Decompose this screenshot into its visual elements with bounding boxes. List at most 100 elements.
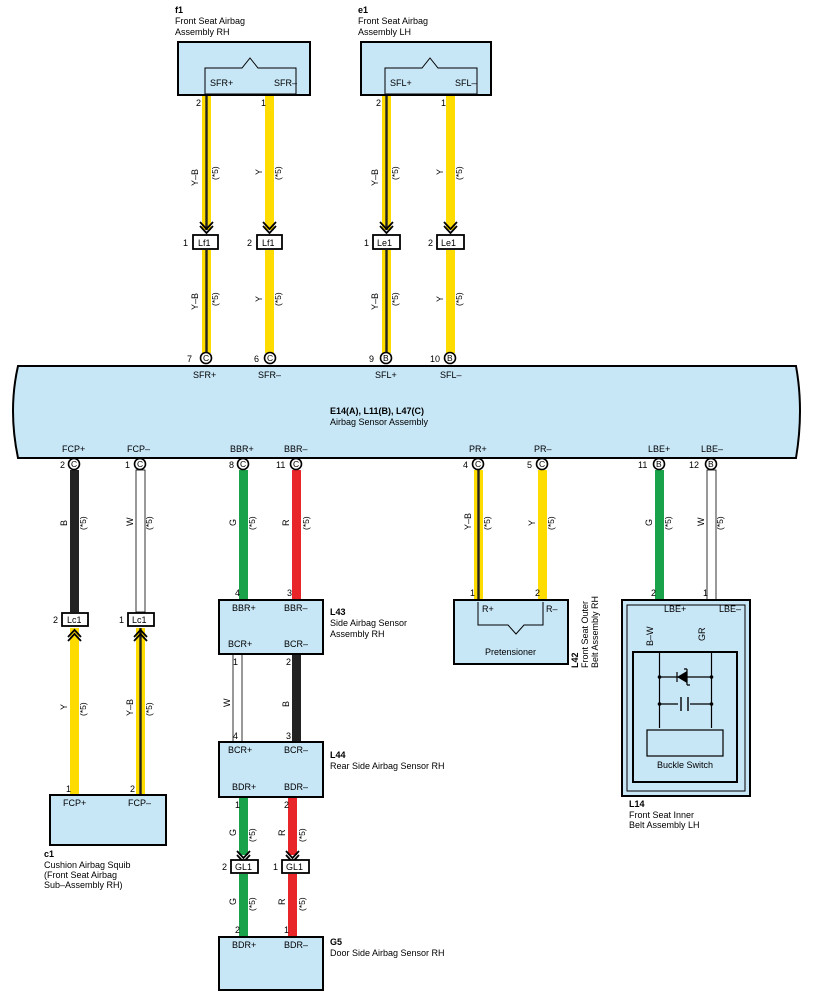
pin-name: BBR+ [230, 444, 254, 454]
wire-code: Y [254, 169, 264, 175]
f1-box: SFR+ SFR– 2 1 [177, 41, 311, 108]
wire-code: B–W [645, 626, 655, 646]
wire-note: (*5) [210, 166, 220, 180]
pin-num: 1 [125, 460, 130, 470]
wire-note: (*5) [247, 828, 257, 842]
wire-gl1-2 [288, 874, 297, 937]
e1-terminal-1: SFL+ [390, 78, 412, 88]
pin-number: 3 [287, 588, 292, 598]
g5-terminal-1: BDR+ [232, 940, 256, 950]
pin-name: SFR– [258, 370, 281, 380]
l43-id: L43 [330, 607, 346, 617]
l14-box: LBE+ LBE– 2 1 Buckle Switch L14 Front Se… [621, 588, 751, 830]
pin-conn: B [447, 353, 453, 363]
pin-num: 11 [638, 460, 647, 470]
pin-conn: C [475, 459, 481, 469]
wire-code: G [228, 829, 238, 836]
pin-name: BBR– [284, 444, 308, 454]
le1-pin: 1 [364, 238, 369, 248]
pin-name: SFL– [440, 370, 462, 380]
l44-terminal-1: BCR+ [228, 745, 252, 755]
pin-number: 1 [284, 925, 289, 935]
l42-terminal-2: R– [546, 604, 558, 614]
le1-conn: Le1 [377, 238, 392, 248]
wire-code: Y [527, 520, 537, 526]
pin-conn: C [137, 459, 143, 469]
c1-line1: Cushion Airbag Squib [44, 860, 131, 870]
wire-code: G [228, 898, 238, 905]
l14-terminal-2: LBE– [719, 604, 741, 614]
pin-num: 4 [463, 460, 468, 470]
inline-connectors-top: Lf1 1 Lf1 2 Le1 1 Le1 2 [183, 221, 465, 250]
pin-number: 4 [233, 731, 238, 741]
f1-id: f1 [175, 5, 183, 15]
wire-note: (*5) [144, 516, 154, 530]
pin-num: 10 [430, 354, 440, 364]
f1-label: f1 Front Seat Airbag Assembly RH [175, 5, 245, 37]
e1-box: SFL+ SFL– 2 1 [360, 41, 492, 108]
l14-inner: Buckle Switch [657, 760, 713, 770]
wire-bdr-plus [239, 797, 248, 855]
l43-line1: Side Airbag Sensor [330, 618, 407, 628]
wire-fcp-plus [70, 470, 79, 612]
le1-pin: 2 [428, 238, 433, 248]
wire-code: R [277, 829, 287, 836]
inline-connectors-gl1: GL1 2 GL1 1 [222, 850, 310, 874]
wire-note: (*5) [297, 828, 307, 842]
pin-conn: C [267, 353, 273, 363]
wire-code: R [277, 898, 287, 905]
wire-code: G [228, 519, 238, 526]
pin-name: SFL+ [375, 370, 397, 380]
wire-code: Y–B [190, 169, 200, 186]
l44-line1: Rear Side Airbag Sensor RH [330, 761, 445, 771]
wire-note: (*5) [390, 166, 400, 180]
pin-number: 1 [441, 98, 446, 108]
sensor-top-pins: 7 C SFR+ 6 C SFR– 9 B SFL+ 10 B SFL– [187, 351, 462, 380]
c1-id: c1 [44, 849, 54, 859]
airbag-sensor-assembly [12, 365, 801, 459]
wire-code: Y [435, 169, 445, 175]
wire-gl1-1 [239, 874, 248, 937]
wire-le1-2 [446, 250, 455, 353]
c1-line2: (Front Seat Airbag [44, 870, 117, 880]
sensor-name: Airbag Sensor Assembly [330, 417, 429, 427]
wire-note: (*5) [210, 292, 220, 306]
l14-terminal-1: LBE+ [664, 604, 686, 614]
pin-number: 2 [196, 98, 201, 108]
wire-note: (*5) [78, 702, 88, 716]
l42-terminal-1: R+ [482, 604, 494, 614]
lc1-pin: 1 [119, 615, 124, 625]
l43-box: BBR+ BBR– BCR+ BCR– 4 3 1 2 L43 Side Air… [218, 588, 407, 667]
wire-lbe-minus [706, 469, 717, 601]
f1-terminal-1: SFR+ [210, 78, 233, 88]
lc1-conn: Lc1 [132, 615, 147, 625]
lf1-pin: 2 [247, 238, 252, 248]
pin-name: SFR+ [193, 370, 216, 380]
wire-note: (*5) [301, 516, 311, 530]
l14-id: L14 [629, 799, 645, 809]
pin-name: FCP+ [62, 444, 85, 454]
pin-conn: C [240, 459, 246, 469]
wire-code: R [281, 519, 291, 526]
wire-code: GR [697, 627, 707, 641]
sensor-bottom-pins: FCP+ 2 C FCP– 1 C BBR+ 8 C BBR– 11 C PR+… [60, 444, 723, 471]
l42-line1: Front Seat Outer [580, 601, 590, 668]
wire-f1-2 [265, 95, 274, 230]
wire-bdr-minus [288, 797, 297, 855]
pin-number: 2 [376, 98, 381, 108]
wire-e1-2 [446, 95, 455, 230]
pin-number: 1 [261, 98, 266, 108]
pin-num: 8 [229, 460, 234, 470]
e1-line2: Assembly LH [358, 27, 411, 37]
wire-code: B [281, 701, 291, 707]
wire-note: (*5) [546, 516, 556, 530]
pin-conn: C [203, 353, 209, 363]
l14-line2: Belt Assembly LH [629, 820, 700, 830]
wire-note: (*5) [297, 897, 307, 911]
g5-terminal-2: BDR– [284, 940, 308, 950]
gl1-conn: GL1 [286, 862, 303, 872]
gl1-pin: 1 [273, 862, 278, 872]
wire-code: Y [435, 296, 445, 302]
wire-lbe-plus [655, 470, 664, 652]
